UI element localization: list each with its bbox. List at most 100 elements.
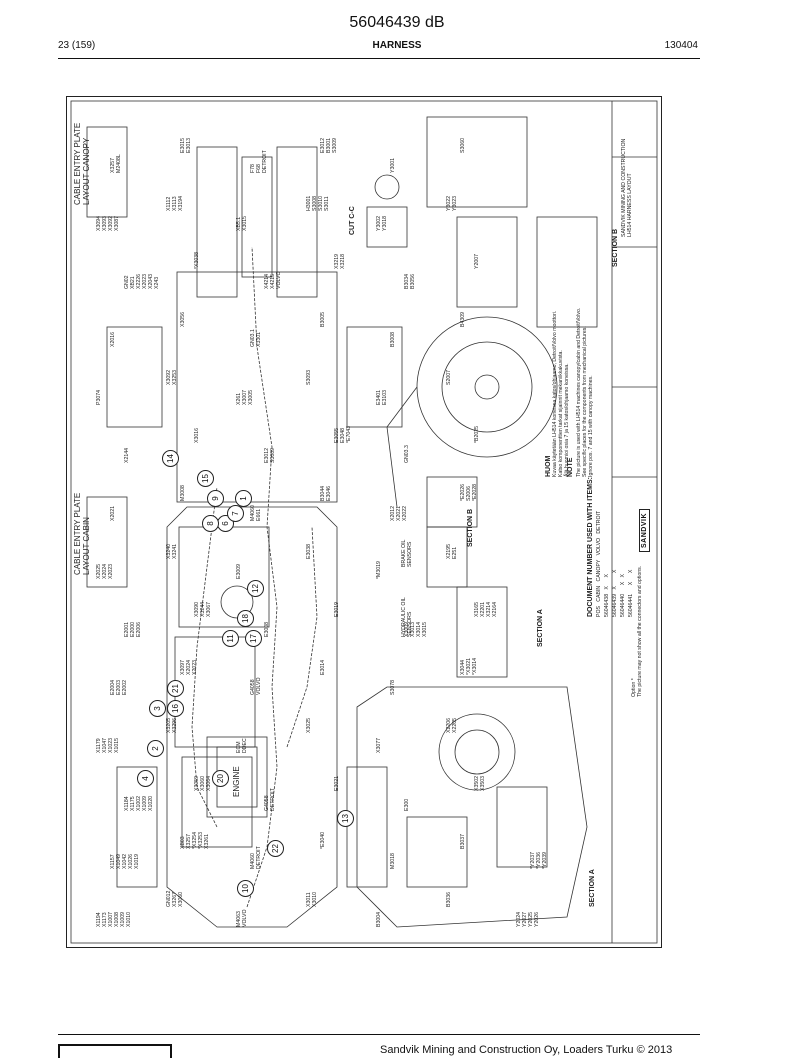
connector-label: X1184 X1175 X1002 X1009 X1020 <box>124 795 154 811</box>
document-code: 56046439 dB <box>349 14 445 31</box>
callout-bubble: 2 <box>147 740 164 757</box>
callout-bubble: 12 <box>247 580 264 597</box>
section-a-detail-label: SECTION A <box>537 609 544 647</box>
rotated-sheet: CABLE ENTRY PLATE LAYOUT CANOPY CABLE ENT… <box>67 97 661 947</box>
callout-bubble: 21 <box>167 680 184 697</box>
page-number: 23 (159) <box>58 40 96 51</box>
connector-label: X3205 X3296 <box>166 717 178 733</box>
note-text: The picture is used with LH514 machines … <box>576 307 594 477</box>
doc-table-row: 56046440 X X <box>620 569 626 617</box>
connector-label: G4058 VOLVO <box>250 677 262 696</box>
connector-label: M4060 E661 <box>250 505 262 521</box>
connector-label: B4309 <box>460 311 466 327</box>
callout-bubble: 13 <box>337 810 354 827</box>
connector-label: X1194 X1173 X1007 X1008 X1009 X1010 <box>96 911 132 927</box>
connector-label: X3097 X2024 X2023 <box>180 659 198 675</box>
connector-label: E3009 <box>236 563 242 579</box>
connector-label: E2001 E2000 E2006 <box>124 621 142 637</box>
connector-label: E3012 B3001 S3009 <box>320 137 338 153</box>
machine-outline <box>70 100 658 944</box>
connector-label: *M3019 <box>376 561 382 579</box>
connector-label: X3165 X2201 X3214 X2164 <box>474 601 498 617</box>
connector-label: X2144 <box>124 447 130 463</box>
huom-text: Kuvaa käytetään LH514 koneissa katos/ohj… <box>552 310 570 477</box>
connector-label: E300 <box>404 798 410 811</box>
callout-bubble: 4 <box>137 770 154 787</box>
callout-bubble: 20 <box>212 770 229 787</box>
doc-table-row: 56046439 X X <box>612 569 618 617</box>
connector-label: *X3038 <box>194 251 200 269</box>
connector-label: X1157 X1049 X1042 X1026 X1019 <box>110 853 140 869</box>
connector-label: X3009 X3013 X3014 X3015 <box>404 621 428 637</box>
connector-label: M3018 <box>390 853 396 869</box>
connector-label: S3078 <box>390 679 396 695</box>
connector-label: X1112 X3113 X3194 <box>166 195 184 211</box>
connector-label: X1179 X1047 X1023 X1015 <box>96 737 120 753</box>
connector-label: X3502 X3503 <box>474 775 486 791</box>
connector-label: X3257 M2408L <box>110 154 122 173</box>
connector-label: B3044 E3046 <box>320 485 332 501</box>
callout-bubble: 14 <box>162 450 179 467</box>
engine-label: ENGINE <box>232 766 241 797</box>
connector-label: Y2007 <box>474 253 480 269</box>
connector-label: *B2025 <box>474 425 480 443</box>
connector-label: XB03 X3257 *X3254 *X3253 X3261 <box>180 831 210 849</box>
connector-label: *Y2037 *Y2036 *Y2039 <box>530 851 548 869</box>
connector-label: M4063 VOLVO <box>236 909 248 928</box>
connector-label: XB5.1 X3015 <box>236 215 248 231</box>
connector-label: E3401 E3103 <box>376 389 388 405</box>
connector-label: E3055 E3048 *E7043 <box>334 425 352 443</box>
connector-label: GN03.1 X3301 <box>250 329 262 347</box>
connector-label: B3034 B3056 <box>404 273 416 289</box>
cable-plate-cabin-title: CABLE ENTRY PLATE LAYOUT CABIN <box>73 492 92 575</box>
connector-label: X3092 X3253 <box>166 369 178 385</box>
connector-label: P3074 <box>96 389 102 405</box>
callout-bubble: 22 <box>267 840 284 857</box>
connector-label: X2195 E251 <box>446 543 458 559</box>
callout-bubble: 18 <box>237 610 254 627</box>
callout-bubble: 11 <box>222 630 239 647</box>
connector-label: X2021 <box>110 505 116 521</box>
connector-label: E3008 <box>264 621 270 637</box>
callout-bubble: 9 <box>207 490 224 507</box>
cable-plate-canopy-title: CABLE ENTRY PLATE LAYOUT CANOPY <box>73 122 92 205</box>
callout-bubble: 15 <box>197 470 214 487</box>
connector-label: X4214 X4215 VOLVO <box>264 271 282 290</box>
connector-label: X3044 *X3021 *X3014 <box>460 657 478 675</box>
doc-table-row: 56046441 X X <box>628 569 634 617</box>
connector-label: X2025 X2024 X2023 <box>96 563 114 579</box>
document-date: 130404 <box>664 40 698 51</box>
connector-label: Y3001 <box>390 157 396 173</box>
connector-label: G4058 DETROIT <box>264 788 276 811</box>
connector-label: X3056 <box>180 311 186 327</box>
connector-label: S3093 <box>306 369 312 385</box>
connector-label: S2007 <box>446 369 452 385</box>
title-block: SANDVIK MINING AND CONSTRUCTION LH514 HA… <box>621 138 633 237</box>
connector-label: B3004 <box>376 911 382 927</box>
connector-label: X3240 X3241 <box>166 543 178 559</box>
connector-label: X3011 X3010 <box>306 891 318 907</box>
connector-label: Y3022 Y3023 <box>446 195 458 211</box>
connector-label: GN03.3 <box>404 445 410 463</box>
sandvik-brand-box: SANDVIK <box>639 508 650 552</box>
section-b-top-label: SECTION B <box>612 228 619 267</box>
footer-divider <box>58 1034 700 1035</box>
harness-drawing: CABLE ENTRY PLATE LAYOUT CANOPY CABLE ENT… <box>66 96 662 948</box>
connector-label: E3012 S3009 <box>264 447 276 463</box>
connector-label: E3014 <box>320 659 326 675</box>
connector-label: M4060 DETROIT <box>250 846 262 869</box>
connector-label: M3008 <box>180 485 186 501</box>
connector-label: E3038 <box>306 543 312 559</box>
connector-label: B3008 <box>390 331 396 347</box>
connector-label: E3019 <box>334 601 340 617</box>
doc-table-heading: DOCUMENT NUMBER USED WITH ITEMS: <box>587 477 594 617</box>
section-title: HARNESS <box>372 40 422 51</box>
connector-label: E3021 <box>334 775 340 791</box>
connector-label: *E2026 S2006 *E2028 <box>460 483 478 501</box>
connector-label: Y3002 Y3018 <box>376 215 388 231</box>
connector-label: Y2024 Y2027 Y2025 Y2026 <box>516 911 540 927</box>
connector-label: B3005 <box>320 311 326 327</box>
connector-label: H3001 S3008 S3010 S3011 <box>306 195 330 211</box>
brake-sensors-label: BRAKE OIL SENSORS <box>401 539 413 567</box>
header-divider <box>58 58 700 59</box>
